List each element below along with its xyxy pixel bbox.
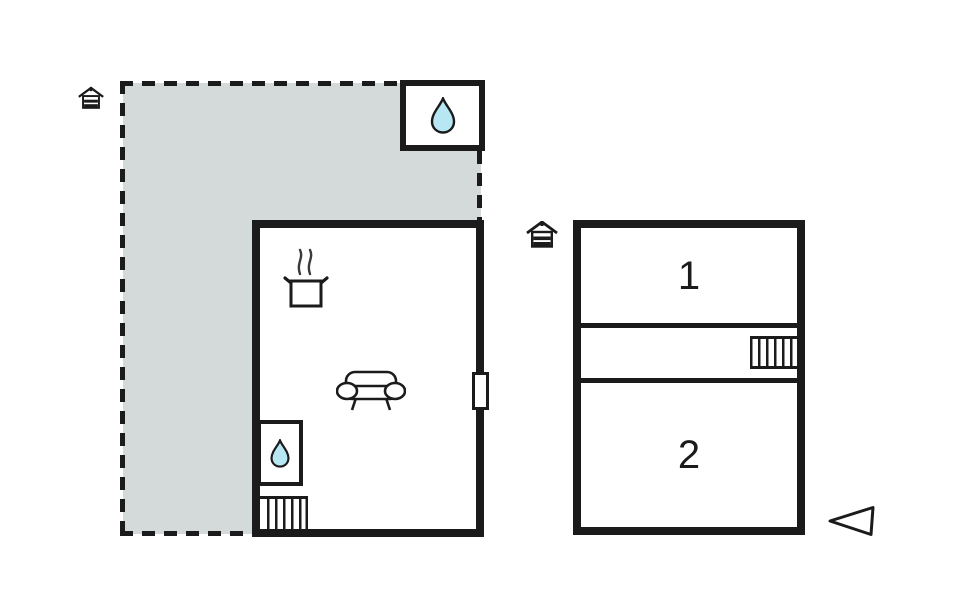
- cooking-pot-icon: [283, 246, 329, 310]
- upper-floor-interior: 1 2: [573, 220, 805, 535]
- water-drop-icon: [270, 438, 290, 468]
- room-1-label: 1: [677, 253, 701, 298]
- window-marker: [472, 372, 489, 410]
- direction-triangle-icon: [827, 504, 877, 538]
- terrace-dashed-border-left: [120, 81, 125, 536]
- entrance-house-icon-ground: [78, 85, 104, 112]
- room-2-label: 2: [677, 433, 701, 477]
- upper-wall-bottom: [581, 378, 797, 383]
- upper-floor-plan: [573, 220, 805, 535]
- terrace-dashed-border-top: [120, 81, 406, 86]
- bathroom-top: [400, 80, 485, 151]
- room-2: 2: [581, 383, 797, 527]
- stairs-ground-icon: [260, 496, 308, 529]
- sofa-icon: [336, 368, 406, 412]
- terrace-dashed-border-right: [477, 151, 482, 222]
- entrance-house-icon-upper: [526, 221, 558, 249]
- bathroom-ensuite: [257, 420, 303, 486]
- upper-wall-top: [581, 323, 797, 328]
- terrace-dashed-border-bottom: [120, 531, 254, 536]
- room-1: 1: [581, 228, 797, 323]
- stairs-upper-icon: [750, 336, 797, 369]
- water-drop-icon: [430, 97, 456, 134]
